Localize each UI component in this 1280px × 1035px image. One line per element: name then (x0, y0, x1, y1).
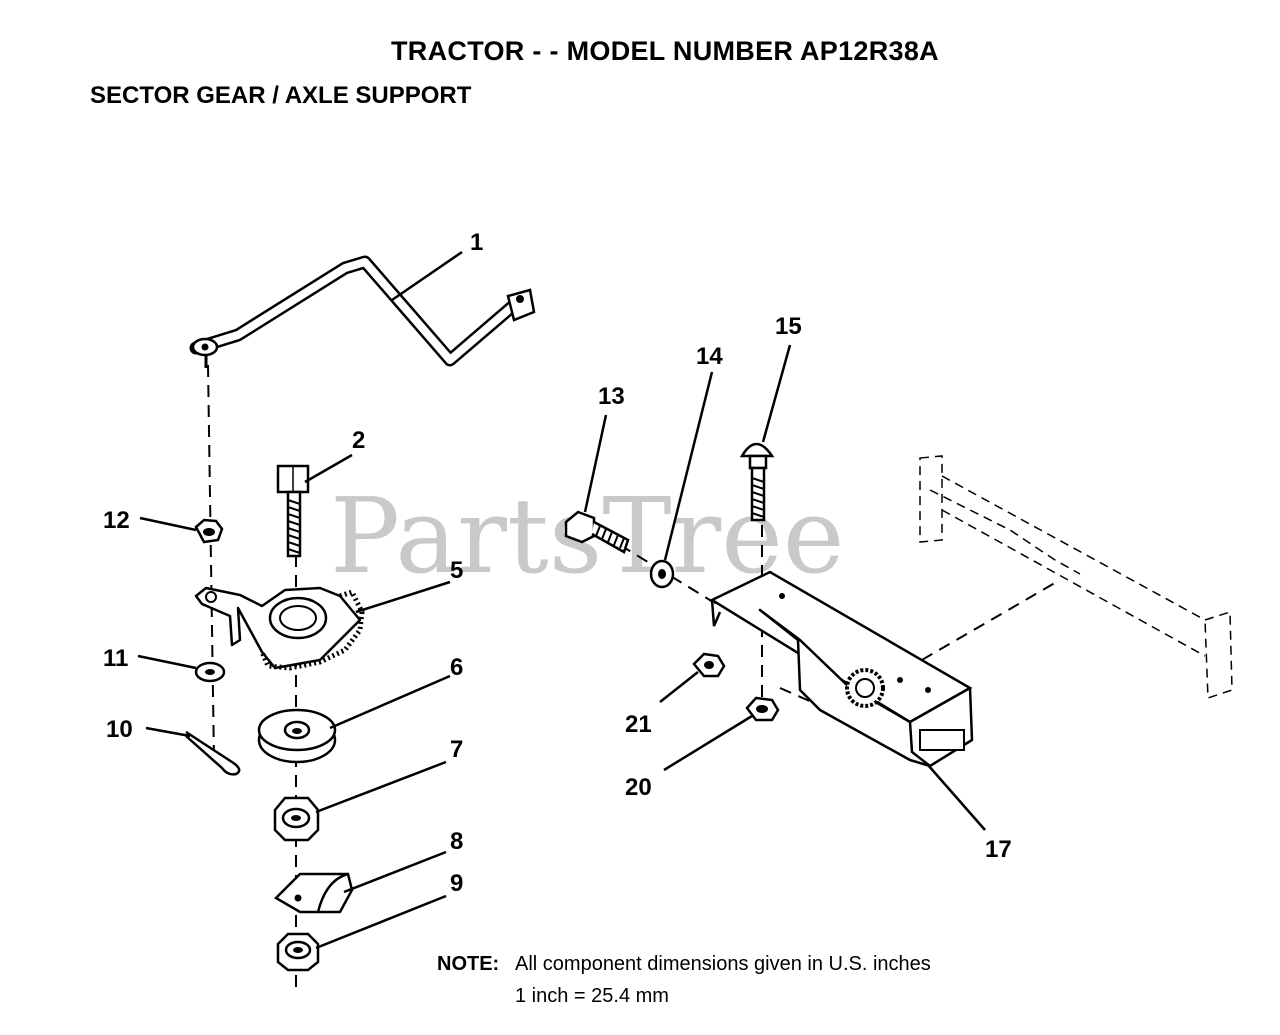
hex-nut-part-9 (276, 932, 320, 972)
callout-12: 12 (103, 507, 130, 534)
callout-7: 7 (450, 736, 463, 763)
nut-part-12 (194, 518, 224, 544)
note-line-2: 1 inch = 25.4 mm (515, 985, 669, 1007)
callout-13: 13 (598, 383, 625, 410)
callout-2: 2 (352, 427, 365, 454)
page-title: TRACTOR - - MODEL NUMBER AP12R38A (391, 36, 939, 66)
note-line-1: All component dimensions given in U.S. i… (515, 953, 931, 975)
callout-15: 15 (775, 313, 802, 340)
callout-11: 11 (103, 645, 128, 672)
leader-lines (137, 250, 986, 950)
phantom-frame (919, 455, 1233, 700)
callout-10: 10 (106, 716, 133, 743)
dimension-note: NOTE: All component dimensions given in U… (437, 948, 931, 1012)
callout-14: 14 (696, 343, 723, 370)
page-subtitle: SECTOR GEAR / AXLE SUPPORT (90, 82, 472, 109)
bolt-part (276, 464, 310, 558)
spacer-part (257, 708, 337, 764)
callout-8: 8 (450, 828, 463, 855)
clip-part (273, 872, 354, 914)
bolt-part-13 (564, 510, 630, 554)
washer-part-11 (194, 661, 226, 683)
cotter-pin-part (185, 730, 241, 776)
drag-link-part (189, 255, 536, 368)
callout-5: 5 (450, 557, 463, 584)
callout-20: 20 (625, 774, 652, 801)
carriage-bolt-part (739, 442, 775, 522)
callout-21: 21 (625, 711, 652, 738)
callout-9: 9 (450, 870, 463, 897)
axle-support-part (709, 570, 974, 768)
sector-gear-part (194, 586, 365, 671)
washer-part-14 (649, 559, 675, 589)
nut-part-21 (692, 652, 726, 678)
nut-part-20 (745, 696, 780, 722)
hex-nut-part-7 (273, 796, 320, 842)
callout-17: 17 (985, 836, 1012, 863)
callout-1: 1 (470, 229, 483, 256)
callout-6: 6 (450, 654, 463, 681)
note-label: NOTE: (437, 953, 500, 975)
